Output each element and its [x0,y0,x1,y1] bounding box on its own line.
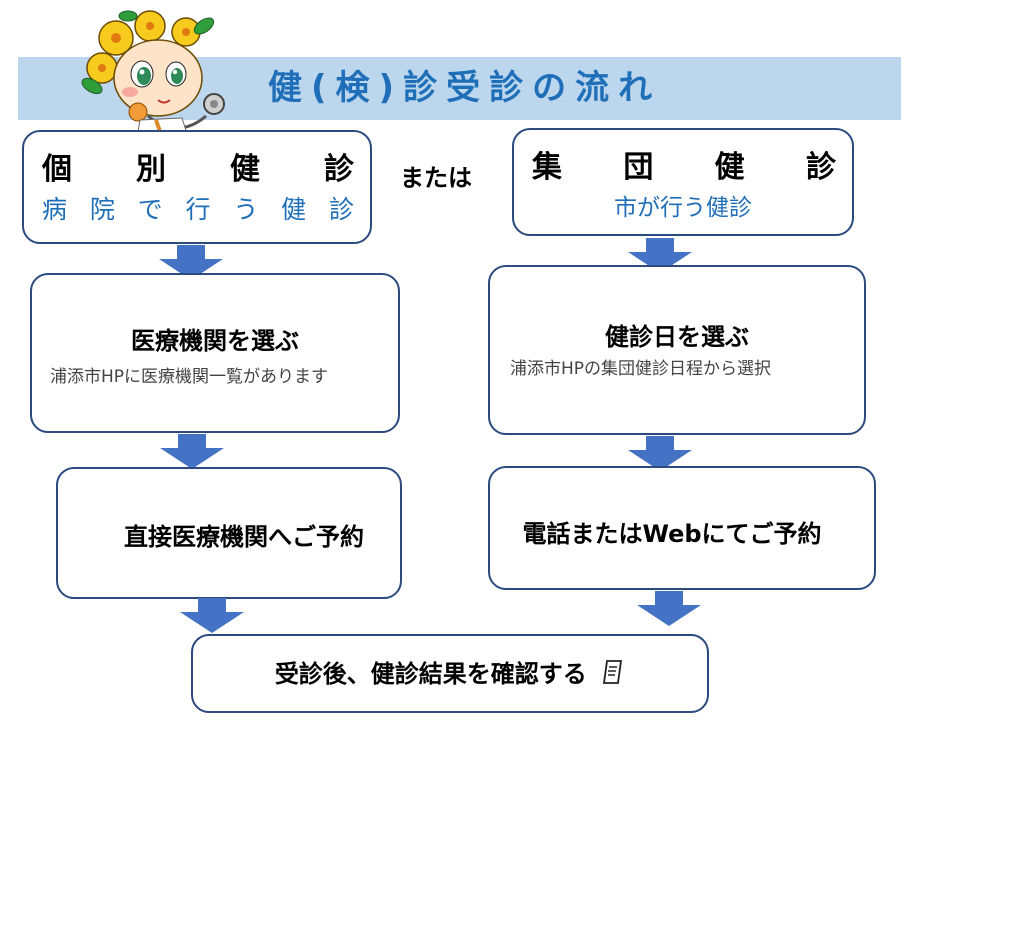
page-title: 健(検)診受診の流れ [268,57,661,120]
subtitle-char: 行 [185,195,211,224]
heading-char: 診 [805,150,836,185]
down-arrow-icon [157,245,225,281]
subtitle-char: 院 [89,195,115,224]
medical-institution-list-note: 浦添市HPに医療機関一覧があります [50,367,329,387]
heading-char: 健 [230,152,260,187]
reserve-directly-box: 直接医療機関へご予約 [56,467,402,599]
heading-char: 健 [714,150,745,185]
title-char: 検 [335,68,379,108]
title-char: ) [378,68,404,108]
heading-char: 団 [623,150,654,185]
down-arrow-icon [635,591,703,627]
individual-checkup-box: 個 別 健 診 病 院 で 行 う 健 診 [22,130,372,244]
heading-char: 別 [136,152,166,187]
subtitle-char: で [137,195,163,224]
choose-medical-institution-title: 医療機関を選ぶ [131,327,299,355]
document-icon [601,659,625,691]
choose-checkup-date-box: 健診日を選ぶ 浦添市HPの集団健診日程から選択 [488,265,866,435]
heading-char: 診 [324,152,354,187]
title-char: 流 [575,68,619,108]
check-results-text: 受診後、健診結果を確認する [274,660,587,688]
reserve-by-phone-or-web-title: 電話またはWebにてご予約 [522,520,822,548]
reserve-directly-title: 直接医療機関へご予約 [124,523,364,551]
down-arrow-icon [158,434,226,470]
title-char: ( [311,68,336,108]
title-char: 受 [446,68,490,108]
group-checkup-heading: 集 団 健 診 [532,142,836,186]
choose-checkup-date-title: 健診日を選ぶ [605,323,749,351]
subtitle-char: う [233,195,259,224]
subtitle-char: 診 [328,195,354,224]
individual-checkup-heading: 個 別 健 診 [42,144,354,188]
down-arrow-icon [178,598,246,634]
group-checkup-box: 集 団 健 診 市が行う健診 [512,128,854,236]
reserve-by-phone-or-web-box: 電話またはWebにてご予約 [488,466,876,590]
group-checkup-subtitle: 市が行う健診 [614,195,752,221]
individual-checkup-subtitle: 病 院 で 行 う 健 診 [42,190,354,226]
title-char: れ [618,68,662,108]
heading-char: 個 [42,152,72,187]
choose-medical-institution-box: 医療機関を選ぶ 浦添市HPに医療機関一覧があります [30,273,400,433]
title-char: 診 [489,68,533,108]
heading-char: 集 [532,150,562,185]
check-results-box: 受診後、健診結果を確認する [191,634,709,713]
down-arrow-icon [626,238,694,274]
subtitle-char: 病 [42,195,68,224]
title-char: 健 [268,68,311,108]
subtitle-char: 健 [281,195,307,224]
check-results-title: 受診後、健診結果を確認する [193,654,707,691]
flower-doctor-mascot-icon [78,8,238,144]
or-label: または [400,164,472,192]
down-arrow-icon [626,436,694,472]
title-char: 診 [403,68,447,108]
title-char: の [532,68,576,108]
group-schedule-note: 浦添市HPの集団健診日程から選択 [510,359,772,379]
